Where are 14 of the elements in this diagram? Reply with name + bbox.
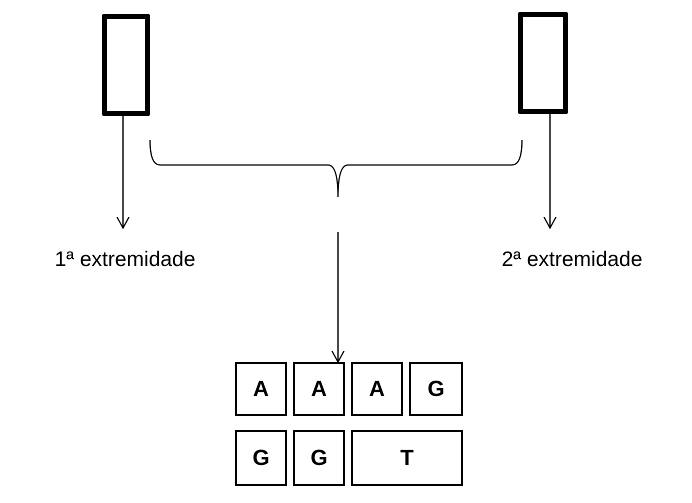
arrow bbox=[331, 232, 345, 363]
end-label: 1ª extremidade bbox=[0, 228, 250, 272]
empty-box bbox=[518, 12, 568, 114]
base-letter: G bbox=[293, 430, 345, 486]
base-letter: A bbox=[351, 362, 403, 416]
base-letter: T bbox=[351, 430, 463, 486]
base-letter: G bbox=[235, 430, 287, 486]
arrow bbox=[116, 116, 130, 229]
base-letter: A bbox=[293, 362, 345, 416]
end-label: 2ª extremidade bbox=[452, 228, 692, 272]
empty-box bbox=[102, 14, 150, 116]
base-letter: A bbox=[235, 362, 287, 416]
base-letter: G bbox=[409, 362, 463, 416]
arrow bbox=[543, 114, 557, 229]
